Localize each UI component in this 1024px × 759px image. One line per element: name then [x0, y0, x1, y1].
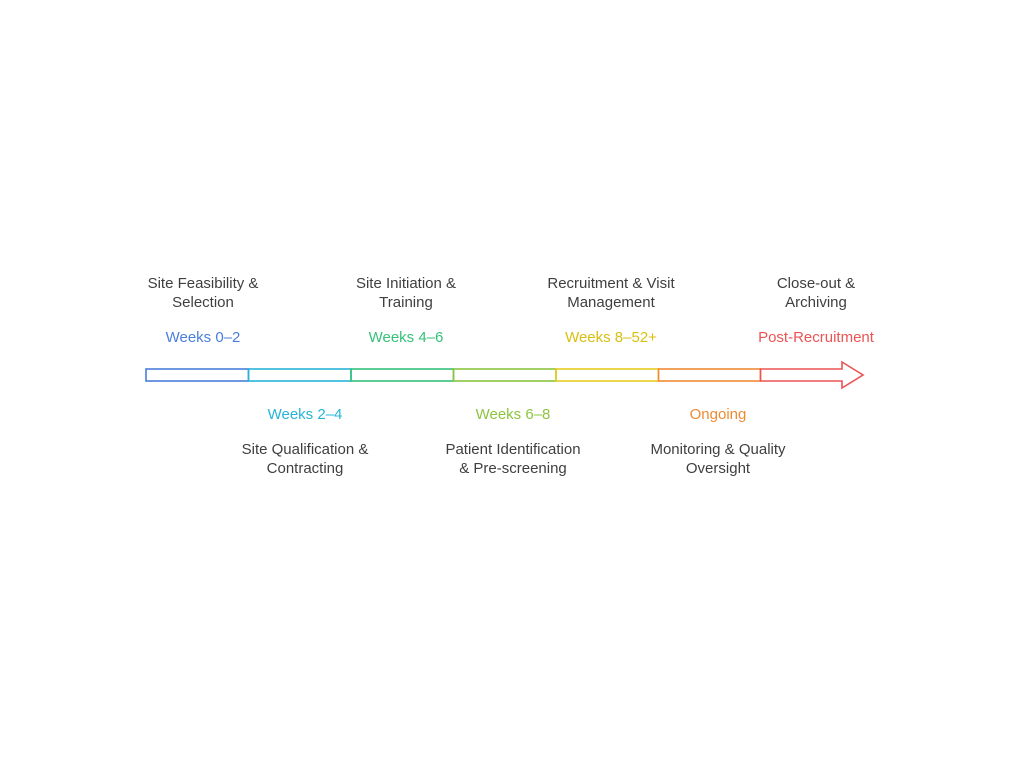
timeline-segment-2 — [247, 368, 352, 382]
phase-title: Monitoring & Quality Oversight — [650, 441, 786, 477]
phase-period: Weeks 0–2 — [165, 329, 241, 346]
timeline-segment-4 — [452, 368, 557, 382]
timeline-segment-5 — [555, 368, 660, 382]
timeline-segment-3 — [350, 368, 455, 382]
phase-period: Weeks 6–8 — [475, 406, 551, 423]
phase-period: Ongoing — [689, 406, 747, 423]
phase-close-out: Close-out & Archiving Post-Recruitment — [736, 274, 896, 349]
phase-title: Site Initiation & Training — [355, 275, 457, 311]
phase-site-initiation: Site Initiation & Training Weeks 4–6 — [326, 274, 486, 349]
phase-period: Weeks 4–6 — [368, 329, 444, 346]
timeline-segment-1 — [145, 368, 250, 382]
phase-title: Site Feasibility & Selection — [147, 275, 259, 311]
phase-title: Recruitment & Visit Management — [547, 275, 675, 311]
phase-patient-identification: Weeks 6–8 Patient Identification & Pre-s… — [423, 405, 603, 480]
timeline-segment-6 — [657, 368, 762, 382]
phase-title: Close-out & Archiving — [776, 275, 856, 311]
phase-period: Weeks 2–4 — [267, 406, 343, 423]
phase-recruitment: Recruitment & Visit Management Weeks 8–5… — [526, 274, 696, 349]
phase-site-feasibility: Site Feasibility & Selection Weeks 0–2 — [123, 274, 283, 349]
phase-title: Site Qualification & Contracting — [241, 441, 369, 477]
phase-site-qualification: Weeks 2–4 Site Qualification & Contracti… — [220, 405, 390, 480]
phase-period: Weeks 8–52+ — [565, 329, 657, 346]
phase-period: Post-Recruitment — [758, 329, 874, 346]
phase-title: Patient Identification & Pre-screening — [445, 441, 581, 477]
phase-monitoring: Ongoing Monitoring & Quality Oversight — [633, 405, 803, 480]
timeline-arrow-head — [759, 360, 865, 390]
